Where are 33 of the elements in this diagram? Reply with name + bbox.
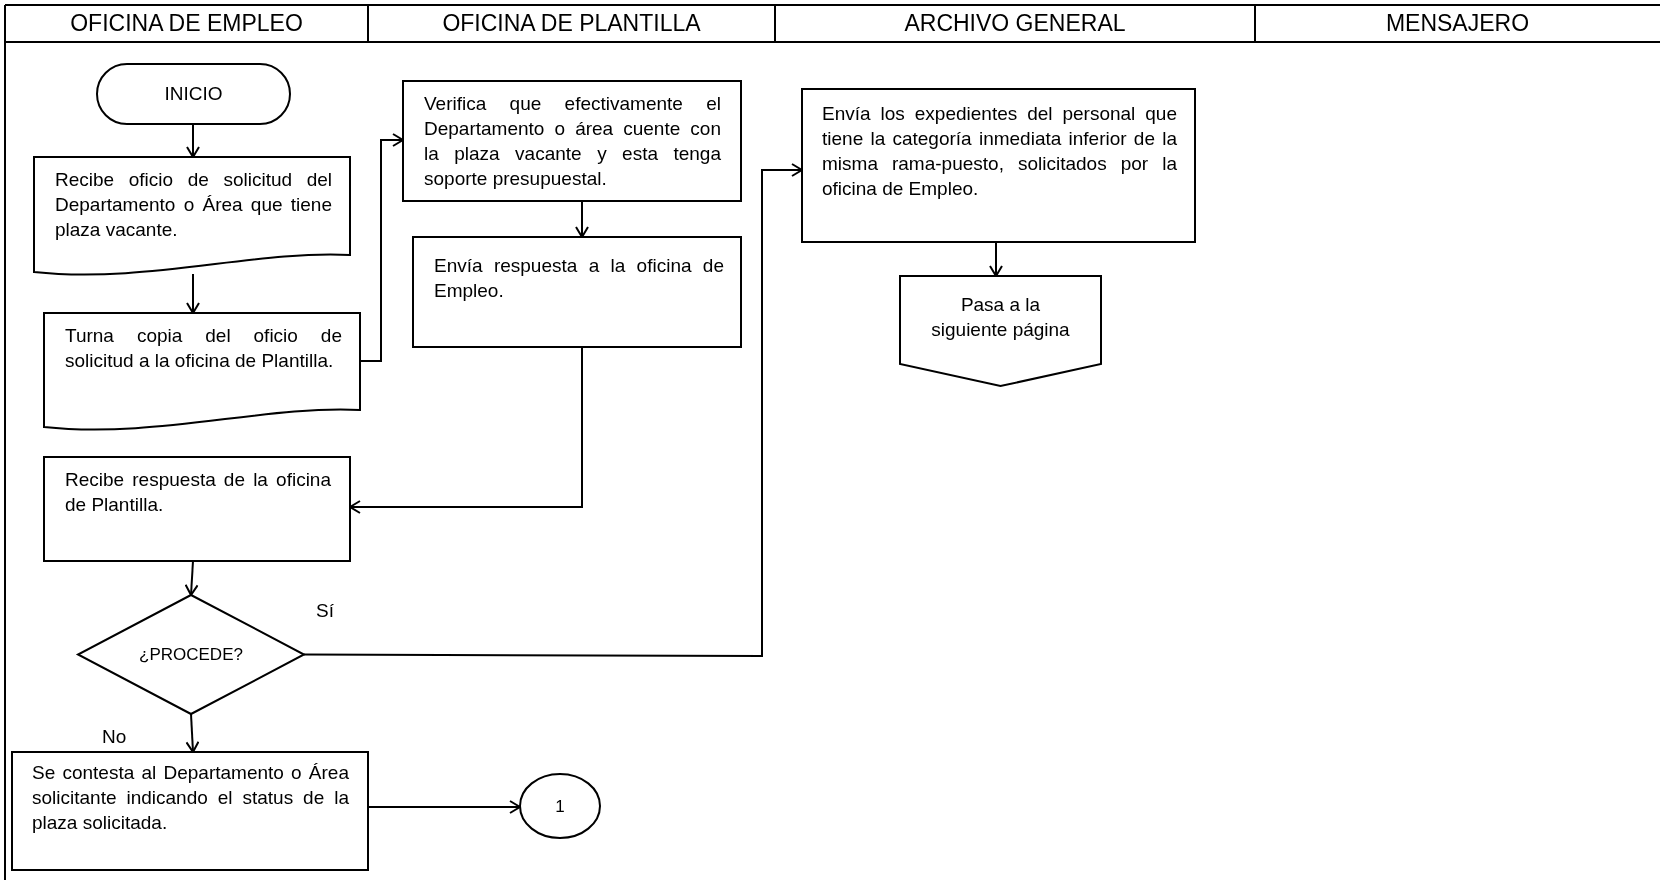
process-box (413, 237, 741, 347)
connector-circle (520, 774, 600, 838)
lane-header: OFICINA DE PLANTILLA (442, 10, 701, 36)
arrow (186, 273, 200, 314)
step-text: Envía los expedientes del personal que tiene la categoría inmediata inferior de la misma rama-puesto, solicitados por la oficina de Empleo. (822, 102, 1177, 201)
arrow (989, 241, 1003, 277)
arrow (186, 123, 200, 158)
process-box (12, 752, 368, 870)
arrow (575, 200, 589, 238)
process-box (44, 457, 350, 561)
process-box (403, 81, 741, 201)
arrow (303, 163, 803, 657)
process-box (802, 89, 1195, 242)
step-text: Envía respuesta a la oficina de Empleo. (434, 254, 724, 303)
start-terminator (97, 64, 290, 124)
lane-header: MENSAJERO (1385, 10, 1530, 36)
step-text: Verifica que efectivamente el Departamento o área cuente con la plaza vacante y esta tenga soporte presupuestal. (424, 92, 721, 191)
lane-header: ARCHIVO GENERAL (904, 10, 1126, 36)
document-shape (34, 157, 350, 278)
step-text: Recibe respuesta de la oficina de Plantilla. (65, 468, 331, 517)
off-page-connector (900, 276, 1101, 386)
document-shape (44, 313, 360, 433)
arrow (184, 560, 199, 596)
step-text: Recibe oficio de solicitud del Departamento o Área que tiene plaza vacante. (55, 168, 332, 242)
arrow (185, 713, 200, 753)
decision-diamond (78, 595, 304, 714)
step-text: Pasa a la siguiente página (930, 293, 1071, 342)
step-text: Turna copia del oficio de solicitud a la oficina de Plantilla. (65, 324, 342, 373)
step-text: Se contesta al Departamento o Área solicitante indicando el status de la plaza solicitada. (32, 761, 349, 835)
lane-header: OFICINA DE EMPLEO (70, 10, 303, 36)
step-text: ¿PROCEDE? (138, 644, 244, 666)
step-text: INICIO (163, 82, 224, 106)
step-text: 1 (554, 796, 566, 818)
